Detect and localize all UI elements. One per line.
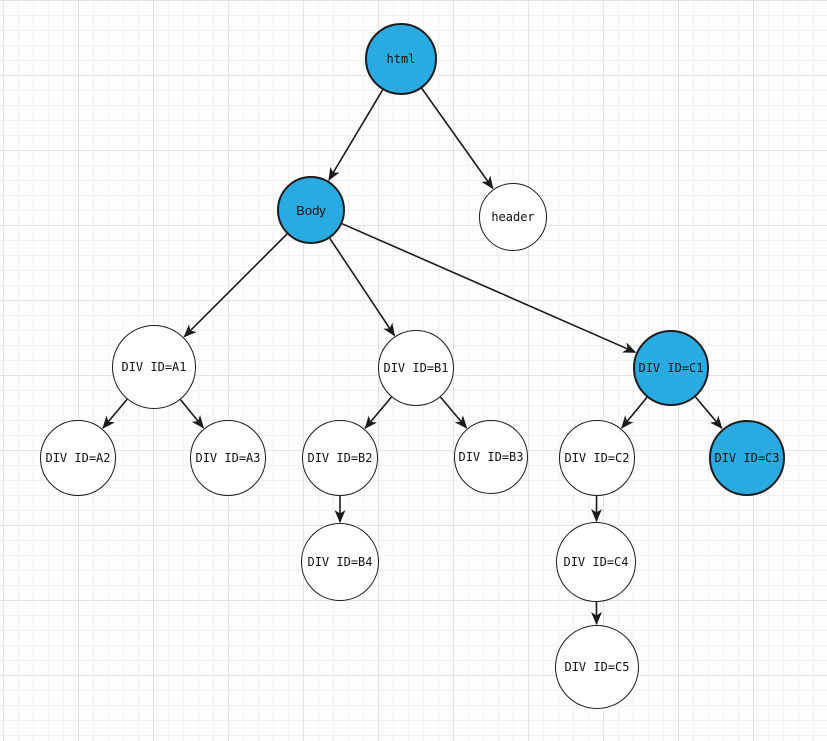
node-c3[interactable]: DIV ID=C3 [709, 420, 785, 496]
node-b2[interactable]: DIV ID=B2 [302, 420, 378, 496]
node-label: DIV ID=B4 [307, 555, 373, 569]
edge-b1-b2[interactable] [364, 396, 393, 430]
node-body[interactable]: Body [277, 176, 345, 244]
node-label: DIV ID=B1 [383, 361, 449, 375]
node-c4[interactable]: DIV ID=C4 [556, 522, 636, 602]
node-b3[interactable]: DIV ID=B3 [454, 420, 528, 494]
node-a1[interactable]: DIV ID=A1 [112, 325, 196, 409]
node-c2[interactable]: DIV ID=C2 [559, 420, 635, 496]
edge-body-b1[interactable] [329, 237, 396, 337]
node-label: DIV ID=B3 [458, 450, 524, 464]
node-c1[interactable]: DIV ID=C1 [633, 330, 709, 406]
node-b4[interactable]: DIV ID=B4 [301, 523, 379, 601]
node-label: Body [296, 202, 326, 218]
node-label: header [491, 210, 535, 224]
node-a2[interactable]: DIV ID=A2 [40, 420, 116, 496]
node-label: DIV ID=A3 [195, 451, 261, 465]
edge-a1-a2[interactable] [102, 398, 128, 429]
node-b1[interactable]: DIV ID=B1 [378, 330, 454, 406]
node-label: DIV ID=C4 [563, 555, 629, 569]
node-label: DIV ID=B2 [307, 451, 373, 465]
edge-html-body[interactable] [328, 89, 384, 181]
edge-html-header[interactable] [421, 87, 494, 190]
edge-c1-c3[interactable] [694, 396, 723, 430]
node-label: DIV ID=C2 [564, 451, 630, 465]
node-html[interactable]: html [365, 23, 437, 95]
node-label: DIV ID=A1 [121, 360, 187, 374]
edge-c1-c2[interactable] [621, 396, 648, 429]
node-label: html [386, 52, 416, 66]
node-label: DIV ID=C1 [638, 361, 704, 375]
node-label: DIV ID=C3 [714, 451, 780, 465]
node-label: DIV ID=C5 [564, 660, 630, 674]
edge-a1-a3[interactable] [179, 399, 205, 429]
node-label: DIV ID=A2 [45, 451, 111, 465]
node-c5[interactable]: DIV ID=C5 [555, 625, 639, 709]
edge-b1-b3[interactable] [439, 396, 468, 429]
edge-body-a1[interactable] [183, 233, 288, 338]
edge-body-c1[interactable] [341, 222, 637, 354]
node-header[interactable]: header [479, 183, 547, 251]
node-a3[interactable]: DIV ID=A3 [190, 420, 266, 496]
